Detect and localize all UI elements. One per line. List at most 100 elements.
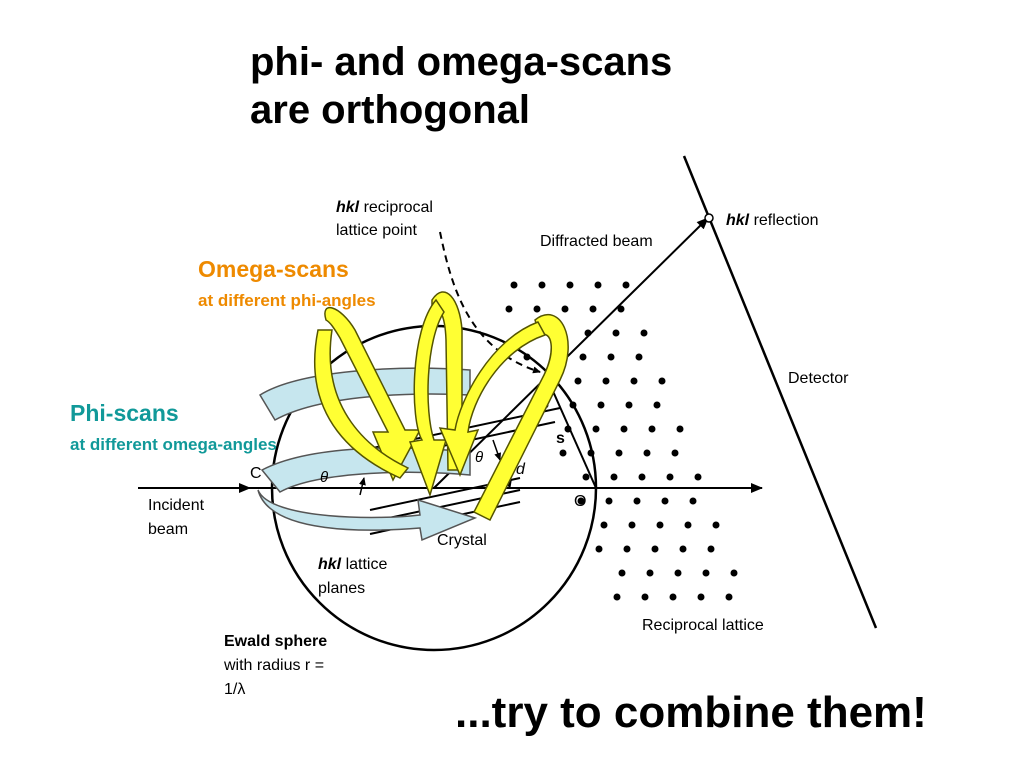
phi-arrow-3 (257, 489, 478, 542)
lattice-dot (597, 401, 605, 409)
omega-scans-subtitle: at different phi-angles (198, 291, 376, 310)
ewald-lambda-label: 1/λ (224, 681, 246, 698)
lattice-planes-label: hkl lattice (318, 556, 388, 573)
reciprocal-point-curve (439, 231, 541, 374)
phi-scans-subtitle: at different omega-angles (70, 435, 277, 454)
lattice-dot (613, 593, 621, 601)
lattice-dot (584, 329, 592, 337)
lattice-dot (702, 569, 710, 577)
planes-label: planes (318, 580, 366, 597)
lattice-dot (595, 545, 603, 553)
lattice-dot (559, 449, 567, 457)
lattice-dot (566, 281, 574, 289)
center-label: C (250, 465, 262, 482)
lattice-dot (651, 545, 659, 553)
incident-beam-label-1: Incident (148, 497, 205, 514)
lattice-dot (625, 401, 633, 409)
lattice-dot (564, 425, 572, 433)
lattice-dot (612, 329, 620, 337)
crystal-label: Crystal (437, 532, 487, 549)
lattice-dot (569, 401, 577, 409)
lattice-dot (607, 353, 615, 361)
lattice-dot (669, 593, 677, 601)
ewald-radius-label: with radius r = (224, 657, 325, 674)
lattice-dot (574, 377, 582, 385)
lattice-dot (587, 449, 595, 457)
omega-arrow-6 (438, 321, 547, 477)
lattice-dot (707, 545, 715, 553)
title-line-2: are orthogonal (250, 88, 531, 132)
lattice-dot (640, 329, 648, 337)
lattice-dot (600, 521, 608, 529)
lattice-dot (635, 353, 643, 361)
lattice-dot (689, 497, 697, 505)
ewald-sphere-title: Ewald sphere (224, 633, 328, 650)
lattice-dot (653, 401, 661, 409)
theta-arrow-2 (358, 477, 366, 496)
lattice-dot (592, 425, 600, 433)
lattice-dot (628, 521, 636, 529)
lattice-dot (694, 473, 702, 481)
lattice-dot (679, 545, 687, 553)
lattice-dot (643, 449, 651, 457)
lattice-dot (615, 449, 623, 457)
lattice-dot (725, 593, 733, 601)
lattice-dot (582, 473, 590, 481)
lattice-dot (523, 353, 531, 361)
reciprocal-lattice-label: Reciprocal lattice (642, 617, 764, 634)
lattice-dot (730, 569, 738, 577)
combine-tagline: ...try to combine them! (455, 688, 927, 737)
omega-scans-title: Omega-scans (198, 256, 349, 282)
hkl-text: hkl (318, 556, 342, 573)
lattice-dot (533, 305, 541, 313)
lattice-dot (661, 497, 669, 505)
theta-label-2: θ (320, 469, 328, 486)
reciprocal-point-label: hkl reciprocal (336, 199, 433, 216)
lattice-dot (646, 569, 654, 577)
d-label: d (516, 461, 526, 478)
lattice-dot (505, 305, 513, 313)
lattice-dot (684, 521, 692, 529)
hkl-text: hkl (336, 199, 360, 216)
lattice-dot (602, 377, 610, 385)
lattice-dot (676, 425, 684, 433)
detector-label: Detector (788, 370, 849, 387)
lattice-dot (605, 497, 613, 505)
scattering-vector (547, 379, 597, 489)
lattice-dot (589, 305, 597, 313)
lattice-dot (674, 569, 682, 577)
lattice-dot (623, 545, 631, 553)
theta-arrow-1 (492, 439, 501, 461)
theta-label-1: θ (475, 449, 483, 466)
lattice-dot (697, 593, 705, 601)
lattice-dot (594, 281, 602, 289)
omega-arrow-5 (472, 313, 569, 522)
lattice-dot (666, 473, 674, 481)
phi-scans-title: Phi-scans (70, 400, 179, 426)
lattice-dot (510, 281, 518, 289)
omega-arrow-4 (408, 298, 447, 498)
lattice-dot (617, 305, 625, 313)
hkl-text: hkl (726, 212, 750, 229)
omega-arrow-1 (324, 306, 422, 482)
lattice-dot (579, 353, 587, 361)
lattice-dot (538, 281, 546, 289)
lattice-dot (622, 281, 630, 289)
reflection-point (704, 213, 714, 223)
page-title: phi- and omega-scans are orthogonal (250, 38, 672, 134)
lattice-dot (620, 425, 628, 433)
omega-arrow-2 (313, 329, 410, 479)
diffracted-beam (433, 217, 709, 489)
lattice-dot (577, 497, 585, 505)
lattice-point-label: lattice point (336, 222, 417, 239)
lattice-dot (638, 473, 646, 481)
title-line-1: phi- and omega-scans (250, 40, 673, 84)
detector-line (682, 155, 878, 629)
lattice-dot (561, 305, 569, 313)
incident-beam-label-2: beam (148, 521, 189, 538)
lattice-dot (658, 377, 666, 385)
omega-scan-arrows (313, 291, 569, 522)
lattice-dot (610, 473, 618, 481)
lattice-dot (656, 521, 664, 529)
